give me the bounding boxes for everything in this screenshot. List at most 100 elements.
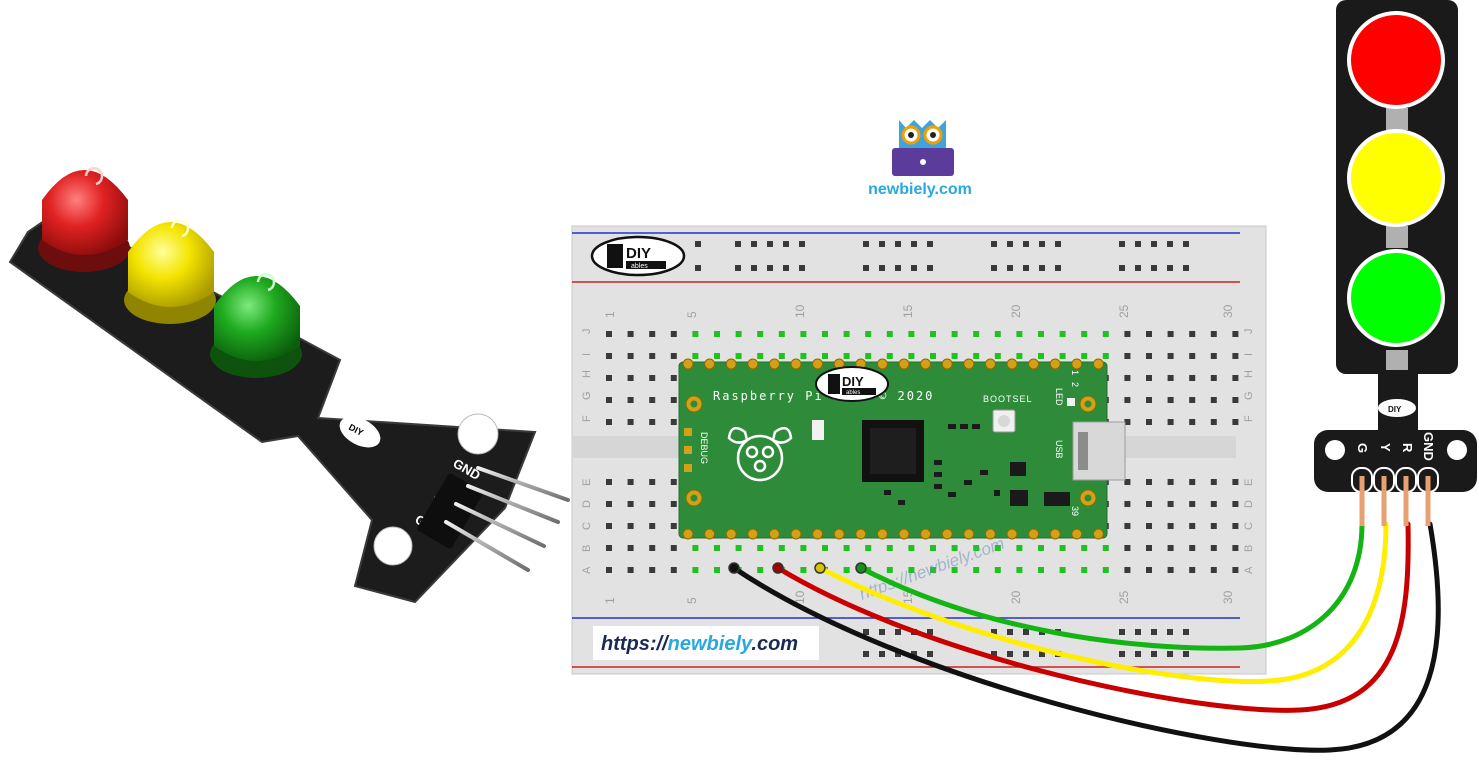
pico-pin — [963, 358, 975, 370]
breadboard-hole — [822, 353, 828, 359]
pico-pin — [984, 528, 996, 540]
rail-hole — [751, 241, 757, 247]
breadboard-hole — [973, 353, 980, 359]
pico-pin — [725, 358, 737, 370]
breadboard-hole — [714, 331, 720, 337]
wire-green — [858, 521, 1365, 651]
rail-hole — [1167, 265, 1173, 271]
breadboard-hole — [1232, 331, 1239, 337]
rail-hole — [911, 265, 917, 271]
breadboard-hole — [1124, 375, 1131, 381]
pico-pin — [941, 528, 953, 540]
pico-pin — [1092, 528, 1104, 540]
breadboard-hole — [606, 501, 612, 507]
breadboard-hole — [1124, 501, 1131, 507]
rail-hole — [1007, 651, 1013, 657]
column-label-top-20: 20 — [1009, 304, 1023, 318]
bootsel-label: BOOTSEL — [983, 394, 1033, 404]
breadboard-hole — [670, 523, 677, 529]
row-label-right-f: F — [1243, 415, 1255, 422]
module-photo: DIY GND R Y G — [8, 167, 570, 604]
breadboard-hole — [1167, 479, 1174, 485]
pico-pin — [920, 528, 932, 540]
light-green — [1351, 253, 1441, 343]
row-label-right-g: G — [1243, 391, 1255, 400]
rail-hole — [1119, 629, 1125, 635]
rail-hole — [1135, 629, 1141, 635]
breadboard-hole — [1210, 419, 1217, 425]
rail-hole — [1007, 265, 1013, 271]
rail-hole — [1007, 629, 1013, 635]
breadboard-hole — [1146, 523, 1152, 529]
breadboard-hole — [670, 397, 677, 403]
pico-pin — [768, 528, 780, 540]
pico-pin — [984, 358, 996, 370]
rail-hole — [1039, 651, 1045, 657]
breadboard-hole — [1124, 479, 1131, 485]
breadboard-hole — [670, 419, 677, 425]
rail-hole — [695, 265, 701, 271]
row-label-left-c: C — [581, 522, 593, 530]
breadboard-hole — [951, 567, 958, 573]
row-label-left-e: E — [581, 479, 593, 486]
breadboard-hole — [649, 567, 656, 573]
breadboard-hole — [1016, 567, 1023, 573]
breadboard-hole — [692, 567, 699, 573]
breadboard-hole — [1102, 353, 1109, 359]
breadboard-hole — [649, 523, 656, 529]
breadboard-hole — [994, 353, 1001, 359]
light-yellow — [1351, 133, 1441, 223]
breadboard-hole — [865, 545, 872, 551]
breadboard-hole — [735, 545, 742, 551]
breadboard-hole — [627, 353, 634, 359]
column-label-bottom-30: 30 — [1221, 590, 1235, 604]
breadboard-hole — [670, 479, 677, 485]
rail-hole — [1183, 629, 1189, 635]
module-photo-diy-logo: DIY — [339, 416, 381, 448]
wire-ends — [728, 562, 867, 574]
rail-hole — [1119, 651, 1125, 657]
led-yellow-photo — [124, 219, 216, 324]
rail-hole — [1183, 265, 1189, 271]
breadboard-hole — [843, 331, 850, 337]
breadboard-diy-ables: ables — [631, 263, 648, 270]
breadboard-hole — [1167, 397, 1174, 403]
pico-pin — [833, 528, 845, 540]
breadboard-hole — [1167, 419, 1174, 425]
breadboard-hole — [973, 545, 980, 551]
row-label-right-e: E — [1243, 479, 1255, 486]
pico-pin — [876, 358, 888, 370]
pico-pin — [1071, 358, 1083, 370]
breadboard-hole — [606, 397, 612, 403]
rail-hole — [863, 241, 869, 247]
breadboard-hole — [627, 545, 634, 551]
breadboard-hole — [1081, 567, 1088, 573]
pico-diy-ables: ables — [846, 390, 860, 396]
breadboard-hole — [778, 353, 785, 359]
breadboard-hole — [1016, 353, 1023, 359]
rail-hole — [1135, 241, 1141, 247]
pico-pin — [963, 528, 975, 540]
rail-hole — [1023, 265, 1029, 271]
module-photo-pins — [444, 466, 570, 572]
site-logo-text: newbiely.com — [868, 181, 972, 198]
row-label-right-h: H — [1243, 370, 1255, 378]
breadboard-hole — [627, 501, 634, 507]
breadboard-hole — [994, 567, 1001, 573]
pico-pin — [920, 358, 932, 370]
row-label-right-i: I — [1243, 353, 1255, 356]
breadboard-hole — [1124, 353, 1131, 359]
breadboard-hole — [1189, 545, 1196, 551]
rail-hole — [1119, 241, 1125, 247]
breadboard-hole — [1167, 545, 1174, 551]
rail-hole — [991, 265, 997, 271]
breadboard-hole — [1210, 375, 1217, 381]
breadboard-hole — [735, 353, 742, 359]
breadboard-hole — [649, 545, 656, 551]
breadboard-hole — [930, 545, 936, 551]
row-label-left-h: H — [581, 370, 593, 378]
breadboard-hole — [951, 545, 958, 551]
wires — [731, 521, 1441, 753]
pico-pin — [941, 358, 953, 370]
